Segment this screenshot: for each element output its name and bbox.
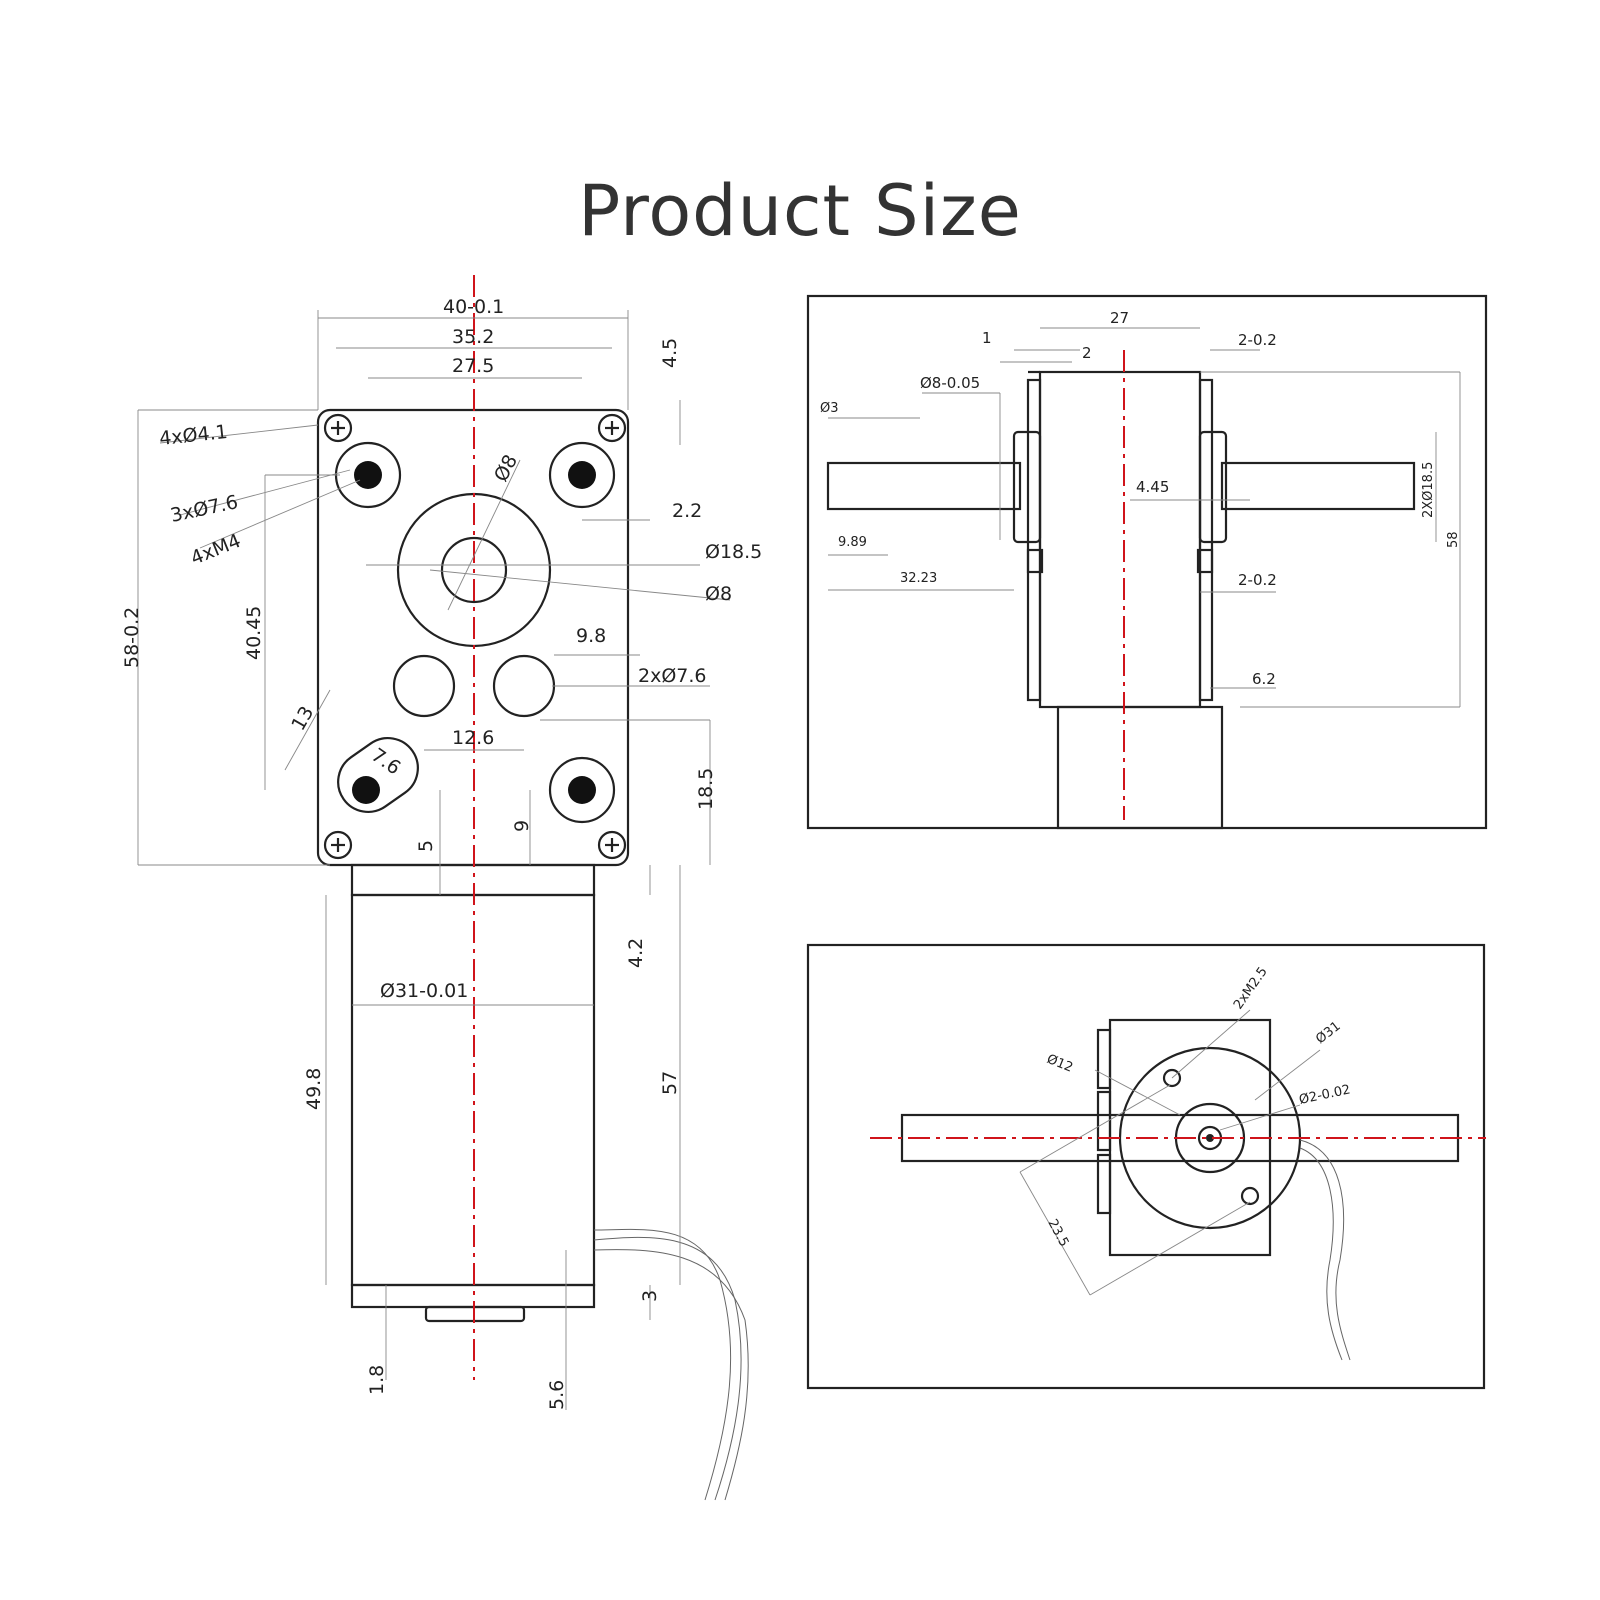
side-view <box>806 294 1488 830</box>
side-view-labels: 27 1 2 2-0.2 Ø8-0.05 Ø3 9.89 32.23 4.45 … <box>820 309 1461 688</box>
dim-vertical-holes: 40.45 <box>243 606 265 660</box>
end-pilot-label: Ø12 <box>1045 1052 1075 1076</box>
dim-shaft-stub: 1.8 <box>366 1365 388 1395</box>
side-offset: 4.45 <box>1136 478 1169 496</box>
dim-edge-offset: 2.2 <box>672 500 702 522</box>
end-shaft-label: Ø2-0.02 <box>1298 1082 1352 1108</box>
end-view-frame <box>806 943 1486 1390</box>
label-counterbore: 3xØ7.6 <box>168 491 240 527</box>
output-shaft <box>440 536 508 604</box>
dim-hole-spacing: 9.8 <box>576 625 606 647</box>
front-view-labels: 40-0.1 35.2 27.5 4.5 4xØ4.1 3xØ7.6 4xM4 … <box>121 296 762 1410</box>
side-height: 58 <box>1446 531 1461 548</box>
dim-total-len: 57 <box>659 1071 681 1095</box>
label-two-holes: 2xØ7.6 <box>638 665 707 687</box>
dim-width-holes: 27.5 <box>452 355 494 377</box>
side-shaft-dia: Ø8-0.05 <box>920 374 980 392</box>
label-motor-dia: Ø31-0.01 <box>380 980 468 1002</box>
dim-slot-length: 13 <box>287 703 318 735</box>
end-pcd-label: 23.5 <box>1044 1217 1071 1250</box>
hole-right <box>492 654 556 718</box>
front-view <box>137 275 749 1501</box>
corner-screws <box>323 413 627 860</box>
page-title: Product Size <box>578 170 1022 252</box>
end-screw-hole-1 <box>1162 1068 1182 1088</box>
side-shaft-left <box>826 461 1022 511</box>
side-d1: 1 <box>982 329 992 347</box>
side-shaft-right <box>1220 461 1416 511</box>
dim-gap-9: 9 <box>511 820 533 832</box>
side-motor <box>1056 705 1224 830</box>
label-boss-dia: Ø18.5 <box>705 541 762 563</box>
end-wires <box>1299 1139 1351 1361</box>
dim-width-mount: 35.2 <box>452 326 494 348</box>
side-flange-mid: 2-0.2 <box>1238 571 1277 589</box>
dim-gap-5: 5 <box>415 840 437 852</box>
dim-top-offset: 4.5 <box>659 338 681 368</box>
label-shaft-dia: Ø8 <box>705 583 732 605</box>
end-motor-label: Ø31 <box>1313 1019 1343 1047</box>
side-width: 27 <box>1110 309 1129 327</box>
dim-hole-pitch: 12.6 <box>452 727 494 749</box>
label-corner-holes: 4xØ4.1 <box>158 421 228 450</box>
hole-left <box>392 654 456 718</box>
slot <box>337 737 419 813</box>
side-view-frame <box>806 294 1488 830</box>
side-flat: 9.89 <box>838 535 867 550</box>
end-screw-hole-2 <box>1240 1186 1260 1206</box>
dim-height-overall: 58-0.2 <box>121 607 143 668</box>
side-d2: 2 <box>1082 344 1092 362</box>
dim-end-cap: 3 <box>639 1290 661 1302</box>
dim-bottom-hole: 18.5 <box>695 768 717 810</box>
side-d3: Ø3 <box>820 401 839 416</box>
side-flange-top: 2-0.2 <box>1238 331 1277 349</box>
dim-width-overall: 40-0.1 <box>443 296 504 318</box>
side-gearbox <box>1038 370 1202 709</box>
dim-stub-len: 5.6 <box>546 1380 568 1410</box>
dim-motor-len: 49.8 <box>303 1068 325 1110</box>
side-base: 6.2 <box>1252 670 1276 688</box>
dim-neck: 4.2 <box>625 938 647 968</box>
side-shaft-len: 32.23 <box>900 571 937 586</box>
end-screws: 2xM2.5 <box>1231 964 1271 1012</box>
label-thread: 4xM4 <box>188 530 244 570</box>
end-view <box>806 943 1486 1390</box>
label-shaft-top: Ø8 <box>490 451 522 485</box>
mounting-holes <box>334 441 616 824</box>
dim-slot-width: 7.6 <box>367 744 404 779</box>
side-boss: 2XØ18.5 <box>1421 462 1436 518</box>
motor-wires <box>593 1228 732 1501</box>
